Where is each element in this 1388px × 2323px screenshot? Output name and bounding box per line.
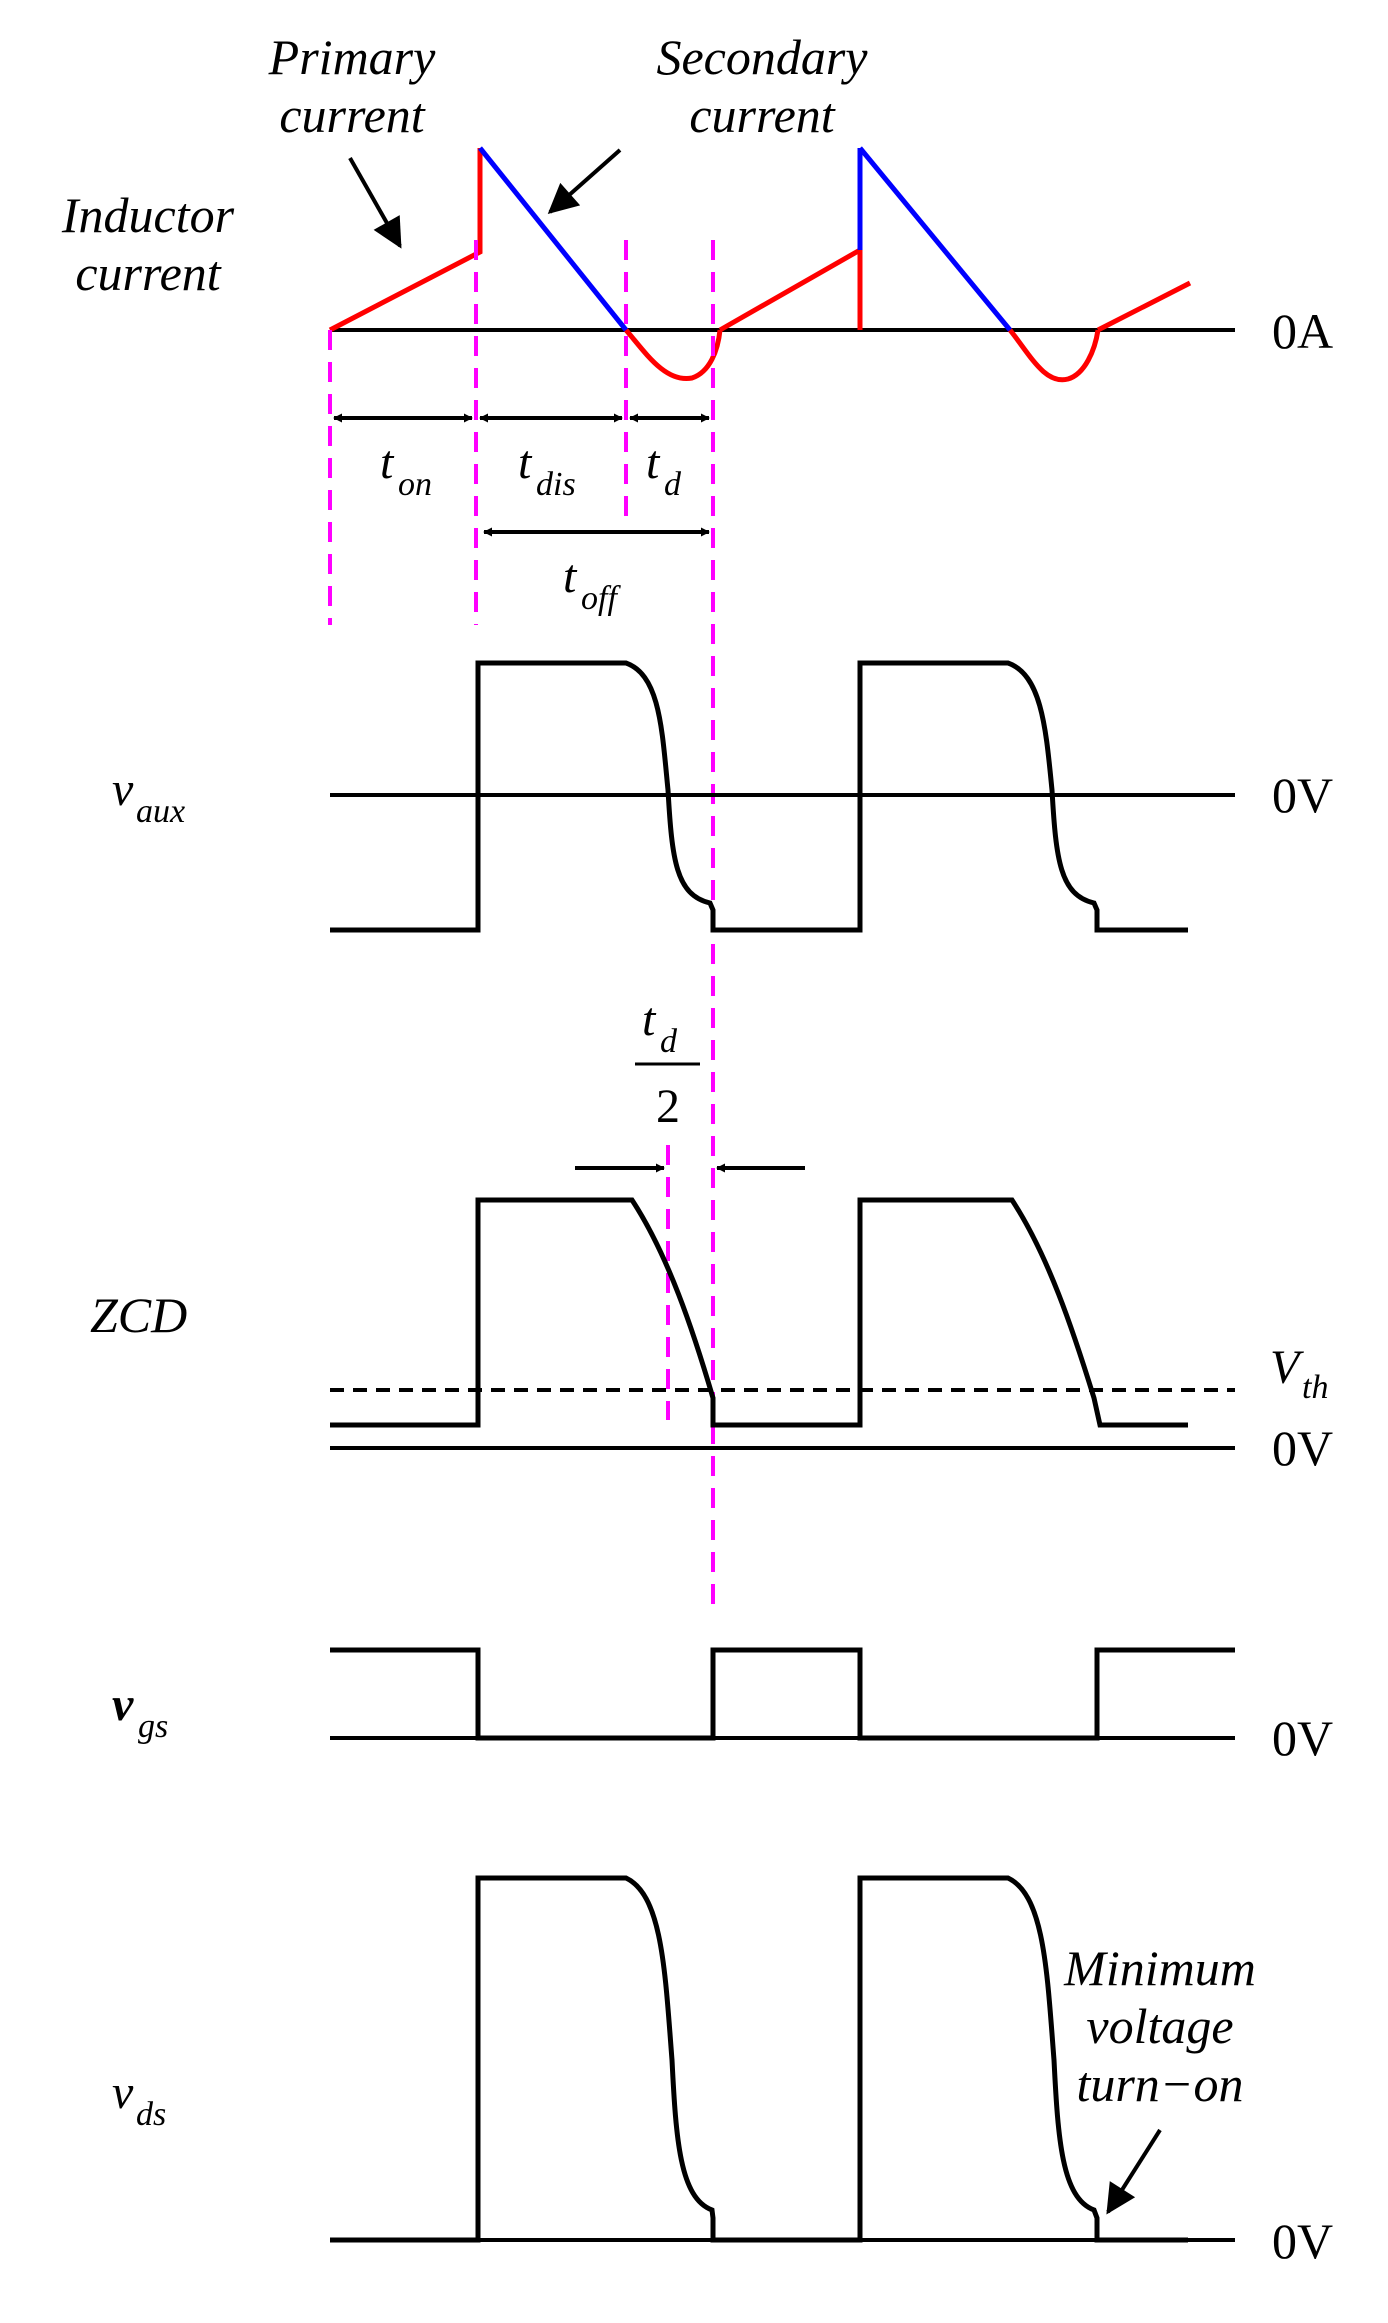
zcd-zero-label: 0V bbox=[1272, 1420, 1333, 1476]
vgs-section: v gs 0V bbox=[112, 1647, 1333, 1766]
primary-current-arrow bbox=[348, 157, 402, 249]
vth-label: V th bbox=[1270, 1341, 1328, 1406]
vaux-zero-label: 0V bbox=[1272, 767, 1333, 823]
vds-label: v ds bbox=[112, 2066, 166, 2133]
vgs-label: v gs bbox=[112, 1678, 168, 1745]
svg-text:d: d bbox=[664, 466, 682, 503]
secondary-current-arrow bbox=[547, 148, 622, 214]
svg-text:V: V bbox=[1270, 1341, 1304, 1394]
toff-label: t off bbox=[563, 550, 621, 617]
secondary-current-label-line1: Secondary bbox=[656, 29, 868, 85]
svg-text:gs: gs bbox=[138, 1708, 168, 1745]
svg-text:aux: aux bbox=[136, 793, 185, 830]
svg-text:v: v bbox=[112, 2066, 134, 2119]
inductor-current-label-line2: current bbox=[75, 245, 221, 301]
vgs-zero-label: 0V bbox=[1272, 1710, 1333, 1766]
svg-text:v: v bbox=[112, 1678, 134, 1731]
td-label: t d bbox=[646, 436, 682, 503]
svg-text:2: 2 bbox=[656, 1080, 680, 1133]
td-half-label: t d 2 bbox=[635, 993, 700, 1133]
svg-text:t: t bbox=[642, 993, 657, 1046]
zcd-waveform bbox=[330, 1197, 1188, 1428]
interval-arrows bbox=[333, 413, 710, 537]
primary-current-waveform bbox=[328, 148, 1192, 383]
svg-text:t: t bbox=[518, 436, 533, 489]
min-voltage-annotation: Minimum voltage turn−on bbox=[1063, 1940, 1256, 2112]
svg-text:voltage: voltage bbox=[1086, 1998, 1233, 2054]
svg-text:off: off bbox=[581, 580, 621, 617]
primary-current-label-line2: current bbox=[279, 87, 425, 143]
svg-text:t: t bbox=[646, 436, 661, 489]
primary-current-label-line1: Primary bbox=[268, 29, 436, 85]
svg-text:turn−on: turn−on bbox=[1076, 2056, 1243, 2112]
zcd-section: ZCD V th 0V bbox=[90, 1197, 1333, 1476]
vaux-section: v aux 0V bbox=[112, 660, 1333, 933]
vaux-waveform bbox=[330, 660, 1188, 933]
svg-text:t: t bbox=[380, 436, 395, 489]
vds-section: v ds 0V Minimum voltage turn−on bbox=[112, 1875, 1333, 2269]
secondary-current-waveform bbox=[478, 146, 1012, 332]
svg-text:on: on bbox=[398, 466, 432, 503]
min-voltage-arrow bbox=[1106, 2128, 1162, 2215]
ton-label: t on bbox=[380, 436, 432, 503]
zcd-label: ZCD bbox=[90, 1287, 187, 1343]
svg-text:v: v bbox=[112, 763, 134, 816]
vds-waveform bbox=[330, 1875, 1188, 2243]
tdis-label: t dis bbox=[518, 436, 576, 503]
inductor-current-label-line1: Inductor bbox=[61, 187, 235, 243]
svg-text:dis: dis bbox=[536, 466, 576, 503]
svg-text:ds: ds bbox=[136, 2096, 166, 2133]
vds-zero-label: 0V bbox=[1272, 2213, 1333, 2269]
svg-text:t: t bbox=[563, 550, 578, 603]
vaux-label: v aux bbox=[112, 763, 185, 830]
zero-amp-label: 0A bbox=[1272, 303, 1333, 359]
svg-text:th: th bbox=[1302, 1369, 1328, 1406]
inductor-current-section: Inductor current Primary current Seconda… bbox=[61, 29, 1333, 383]
vgs-waveform bbox=[330, 1647, 1235, 1741]
svg-text:d: d bbox=[660, 1023, 678, 1060]
secondary-current-label-line2: current bbox=[689, 87, 835, 143]
svg-text:Minimum: Minimum bbox=[1063, 1940, 1256, 1996]
